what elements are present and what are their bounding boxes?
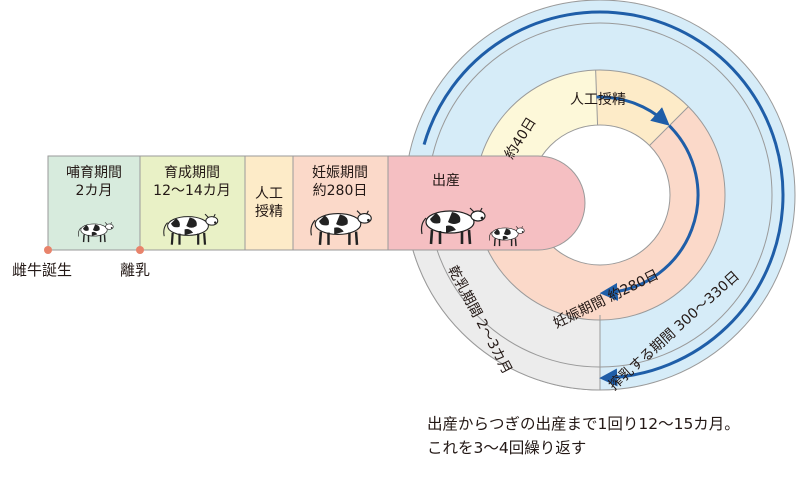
milking-arrow xyxy=(422,10,785,387)
stage-insemination xyxy=(244,155,294,251)
insemination-arrow xyxy=(596,95,670,126)
cycle-caption: 出産からつぎの出産まで1回り12～15カ月。 これを3～4回繰り返す xyxy=(427,412,799,460)
stage-nursing-title: 哺育期間 xyxy=(66,165,122,181)
birth-marker xyxy=(44,246,52,254)
stage-pregnancy-title: 妊娠期間 xyxy=(312,165,368,181)
growth-timeline: 哺育期間 2カ月 育成期間 12～14カ月 人工 授精 妊娠期間 約280日 出… xyxy=(12,155,586,279)
caption-line-2: これを3～4回繰り返す xyxy=(427,439,587,457)
stage-birth xyxy=(387,155,586,251)
stage-rearing xyxy=(139,155,246,251)
birth-label: 雌牛誕生 xyxy=(12,261,72,279)
weaning-marker xyxy=(136,246,144,254)
stage-rearing-duration: 12～14カ月 xyxy=(153,183,231,199)
stage-insemination-line1: 人工 xyxy=(255,186,283,202)
caption-line-1: 出産からつぎの出産まで1回り12～15カ月。 xyxy=(427,415,740,433)
stage-pregnancy-duration: 約280日 xyxy=(313,183,368,199)
weaning-label: 離乳 xyxy=(120,261,150,279)
stage-birth-title: 出産 xyxy=(432,173,460,189)
stage-rearing-title: 育成期間 xyxy=(164,165,220,181)
stage-nursing-duration: 2カ月 xyxy=(76,183,113,199)
insemination-label: 人工授精 xyxy=(570,92,626,108)
stage-insemination-line2: 授精 xyxy=(255,204,283,220)
pregnancy-arrow xyxy=(599,124,700,301)
